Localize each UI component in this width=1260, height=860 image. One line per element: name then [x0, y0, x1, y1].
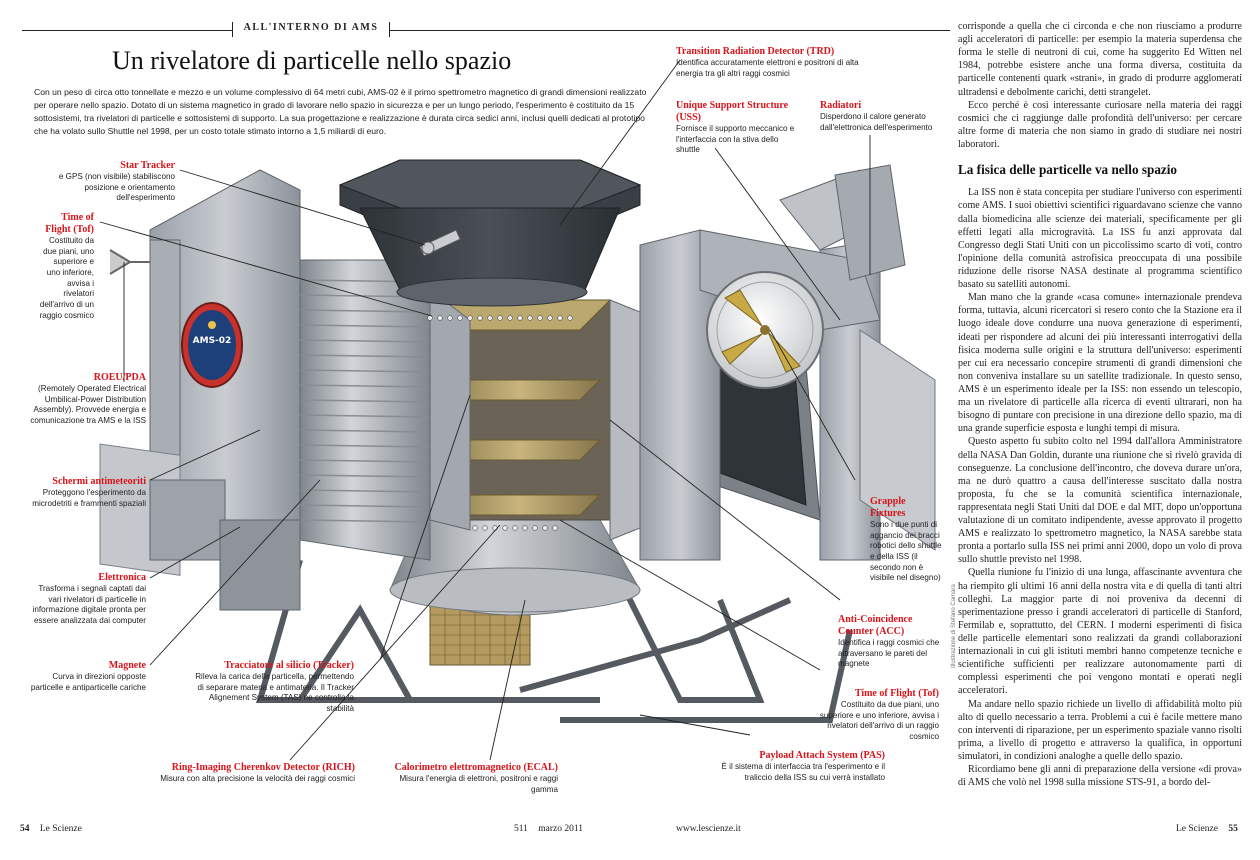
- header-rule-left: [22, 30, 232, 31]
- label-tof-lower-title: Time of Flight (Tof): [854, 688, 939, 699]
- label-schermi-text: Proteggono l'esperimento da microdetriti…: [32, 488, 146, 508]
- label-ecal-title: Calorimetro elettromagnetico (ECAL): [394, 762, 558, 773]
- label-elettronica-text: Trasforma i segnali captati dai vari riv…: [32, 584, 146, 626]
- label-acc: Anti-Coincidence Counter (ACC) Identific…: [838, 614, 940, 670]
- article-paragraph: Ecco perché è così interessante curiosar…: [958, 99, 1242, 150]
- section-label: ALL'INTERNO DI AMS: [232, 22, 390, 38]
- label-acc-title: Anti-Coincidence Counter (ACC): [838, 614, 913, 637]
- label-uss-title: Unique Support Structure (USS): [676, 100, 789, 123]
- star-tracker-shape: [419, 229, 461, 257]
- footer-issue: 511 marzo 2011: [514, 824, 583, 834]
- article-subheading: La fisica delle particelle va nello spaz…: [958, 162, 1178, 178]
- article-paragraph: Ma andare nello spazio richiede un livel…: [958, 698, 1242, 763]
- label-tracker-title: Tracciatore al silicio (Tracker): [224, 660, 354, 671]
- label-roeu-text: (Remotely Operated Electrical Umbilical-…: [30, 384, 146, 426]
- label-tof-upper-title: Time of Flight (Tof): [45, 212, 94, 235]
- label-magnete: Magnete Curva in direzioni opposte parti…: [30, 660, 146, 693]
- label-rich-text: Misura con alta precisione la velocità d…: [160, 774, 355, 783]
- label-ecal-text: Misura l'energia di elettroni, positroni…: [399, 774, 558, 794]
- article-paragraph: Ricordiamo bene gli anni di preparazione…: [958, 764, 1242, 789]
- label-rich: Ring-Imaging Cherenkov Detector (RICH) M…: [140, 762, 355, 785]
- illustration-credit: Illustrazione di Stefano Camara: [951, 584, 957, 668]
- label-uss: Unique Support Structure (USS) Fornisce …: [676, 100, 804, 156]
- label-radiatori: Radiatori Disperdono il calore generato …: [820, 100, 935, 133]
- label-star-tracker-title: Star Tracker: [120, 160, 175, 171]
- label-pas-text: È il sistema di interfaccia tra l'esperi…: [721, 762, 885, 782]
- label-grapple-title: Grapple Fixtures: [870, 496, 906, 519]
- page-number-right: 55: [1228, 824, 1238, 834]
- magazine-name-left: Le Scienze: [39, 824, 82, 834]
- magazine-name-right: Le Scienze: [1176, 824, 1218, 834]
- label-radiatori-title: Radiatori: [820, 100, 862, 111]
- footer-left: 54 Le Scienze: [20, 824, 82, 834]
- issue-date: marzo 2011: [538, 824, 584, 834]
- label-tracker-text: Rileva la carica della particella, perme…: [195, 672, 354, 714]
- label-tof-lower: Time of Flight (Tof) Costituito da due p…: [805, 688, 939, 743]
- pas-truss: [256, 558, 853, 723]
- article-paragraph: Man mano che la grande «casa comune» int…: [958, 292, 1242, 435]
- label-trd-title: Transition Radiation Detector (TRD): [676, 46, 835, 57]
- page-title: Un rivelatore di particelle nello spazio: [112, 46, 512, 75]
- label-tracker: Tracciatore al silicio (Tracker) Rileva …: [188, 660, 354, 715]
- label-roeu: ROEU/PDA (Remotely Operated Electrical U…: [30, 372, 146, 427]
- label-grapple-text: Sono i due punti di aggancio dei bracci …: [870, 520, 942, 583]
- label-tof-upper-text: Costituito da due piani, uno superiore e…: [39, 236, 94, 320]
- label-ecal: Calorimetro elettromagnetico (ECAL) Misu…: [390, 762, 558, 795]
- label-magnete-title: Magnete: [108, 660, 146, 671]
- header-rule-right: [390, 30, 950, 31]
- label-pas: Payload Attach System (PAS) È il sistema…: [720, 750, 885, 783]
- label-tof-lower-text: Costituito da due piani, uno superiore e…: [819, 700, 939, 742]
- label-star-tracker-text: e GPS (non visibile) stabiliscono posizi…: [58, 172, 175, 203]
- label-grapple: Grapple Fixtures Sono i due punti di agg…: [870, 496, 942, 584]
- label-elettronica-title: Elettronica: [98, 572, 146, 583]
- label-acc-text: Identifica i raggi cosmici che attravers…: [838, 638, 940, 669]
- article-paragraph: Quella riunione fu l'inizio di una lunga…: [958, 567, 1242, 697]
- patch-label: AMS-02: [193, 336, 232, 346]
- article-column: corrisponde a quella che ci circonda e c…: [958, 20, 1242, 789]
- site-url[interactable]: www.lescienze.it: [676, 824, 741, 834]
- label-schermi: Schermi antimeteoriti Proteggono l'esper…: [30, 476, 146, 509]
- label-radiatori-text: Disperdono il calore generato dall'elett…: [820, 112, 933, 132]
- label-rich-title: Ring-Imaging Cherenkov Detector (RICH): [171, 762, 355, 773]
- page-number-left: 54: [20, 824, 30, 834]
- label-elettronica: Elettronica Trasforma i segnali captati …: [30, 572, 146, 627]
- label-uss-text: Fornisce il supporto meccanico e l'inter…: [676, 124, 795, 155]
- label-tof-upper: Time of Flight (Tof) Costituito da due p…: [38, 212, 94, 321]
- article-paragraph: La ISS non è stata concepita per studiar…: [958, 187, 1242, 291]
- footer-right: Le Scienze 55: [1176, 824, 1238, 834]
- label-star-tracker: Star Tracker e GPS (non visibile) stabil…: [30, 160, 175, 204]
- label-schermi-title: Schermi antimeteoriti: [52, 476, 146, 487]
- label-roeu-title: ROEU/PDA: [93, 372, 146, 383]
- label-magnete-text: Curva in direzioni opposte particelle e …: [30, 672, 146, 692]
- label-trd: Transition Radiation Detector (TRD) Iden…: [676, 46, 866, 79]
- label-pas-title: Payload Attach System (PAS): [759, 750, 885, 761]
- ams-02-illustration: AMS-02: [99, 59, 936, 761]
- intro-paragraph: Con un peso di circa otto tonnellate e m…: [34, 87, 647, 137]
- article-paragraph: corrisponde a quella che ci circonda e c…: [958, 21, 1242, 98]
- issue-number: 511: [514, 824, 528, 834]
- article-paragraph: Questo aspetto fu subito colto nel 1994 …: [958, 436, 1242, 566]
- ams-02-patch: AMS-02: [181, 302, 243, 388]
- label-trd-text: Identifica accuratamente elettroni e pos…: [676, 58, 859, 78]
